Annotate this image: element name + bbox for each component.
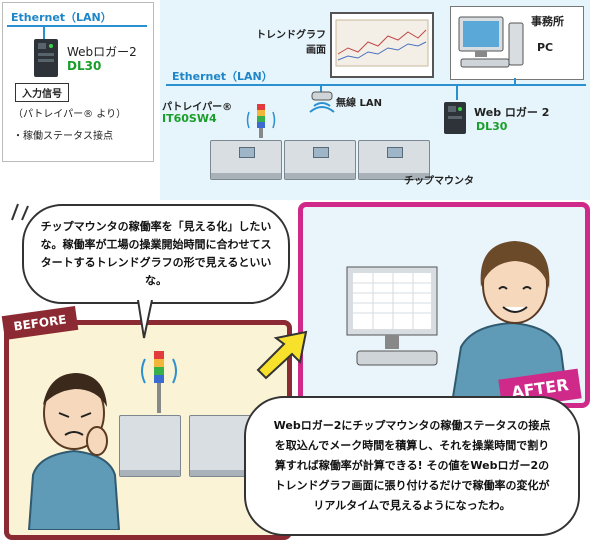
network-logger-model: DL30 [476,120,508,133]
legend-ethernet-label: Ethernet（LAN） [11,11,112,24]
web-logger-icon [34,39,58,77]
after-speech-text: Webロガー2にチップマウンタの稼働ステータスの接点を取込んでメーク時間を積算し… [273,419,551,512]
patlite-name: パトレイパー® [162,102,233,113]
legend-lan-drop [43,27,45,39]
worry-marks-icon [11,203,29,221]
pc-icon [458,16,524,68]
before-signal-tower-icon [141,351,177,413]
network-diagram: トレンドグラフ 画面 事務所 PC Ethernet（LAN） 無線 LAN W… [160,0,590,200]
office-box: 事務所 PC [450,6,584,80]
happy-worker-illustration [451,241,569,397]
before-bubble-tail [137,300,153,339]
after-monitor-icon [346,266,438,366]
network-ethernet-label: Ethernet（LAN） [172,70,273,83]
legend-device-name: Webロガー2 [67,45,137,59]
legend-input-source: （パトレイパー® より） [13,109,127,120]
network-logger-name: Web ロガー 2 [474,106,550,119]
before-speech-bubble: チップマウンタの稼働率を「見える化」したいな。稼働率が工場の操業開始時間に合わせ… [22,204,290,304]
legend-lan-line [7,25,147,27]
trend-graph-screen [330,12,434,78]
before-badge: BEFORE [1,305,79,341]
patlite-model: IT60SW4 [162,112,217,125]
legend-input-header: 入力信号 [15,83,69,102]
chip-mounter-3 [358,140,430,180]
before-machine-1 [119,415,181,477]
chip-mounter-2 [284,140,356,180]
wireless-ap-icon [309,91,335,113]
worried-worker-illustration [27,373,121,530]
chip-mounter-1 [210,140,282,180]
pc-label: PC [537,41,554,54]
logger-lan-drop [456,86,458,100]
legend-device-model: DL30 [67,59,102,73]
transition-arrow-icon [256,330,308,380]
trend-chart-thumbnail [335,19,429,67]
legend-input-item: ・稼働ステータス接点 [13,131,113,142]
trend-graph-label: トレンドグラフ 画面 [256,30,326,56]
before-speech-text: チップマウンタの稼働率を「見える化」したいな。稼働率が工場の操業開始時間に合わせ… [40,220,272,287]
network-logger-icon [444,102,466,134]
network-lan-line [166,84,586,86]
ap-lan-drop [320,86,322,92]
legend-box: Ethernet（LAN） Webロガー2 DL30 入力信号 （パトレイパー®… [2,2,154,162]
wireless-lan-label: 無線 LAN [336,98,382,109]
pc-lan-drop [514,78,516,86]
office-label: 事務所 [531,15,564,28]
chip-mounter-label: チップマウンタ [404,176,474,187]
after-speech-bubble: Webロガー2にチップマウンタの稼働ステータスの接点を取込んでメーク時間を積算し… [244,396,580,536]
signal-tower-icon [246,104,276,138]
